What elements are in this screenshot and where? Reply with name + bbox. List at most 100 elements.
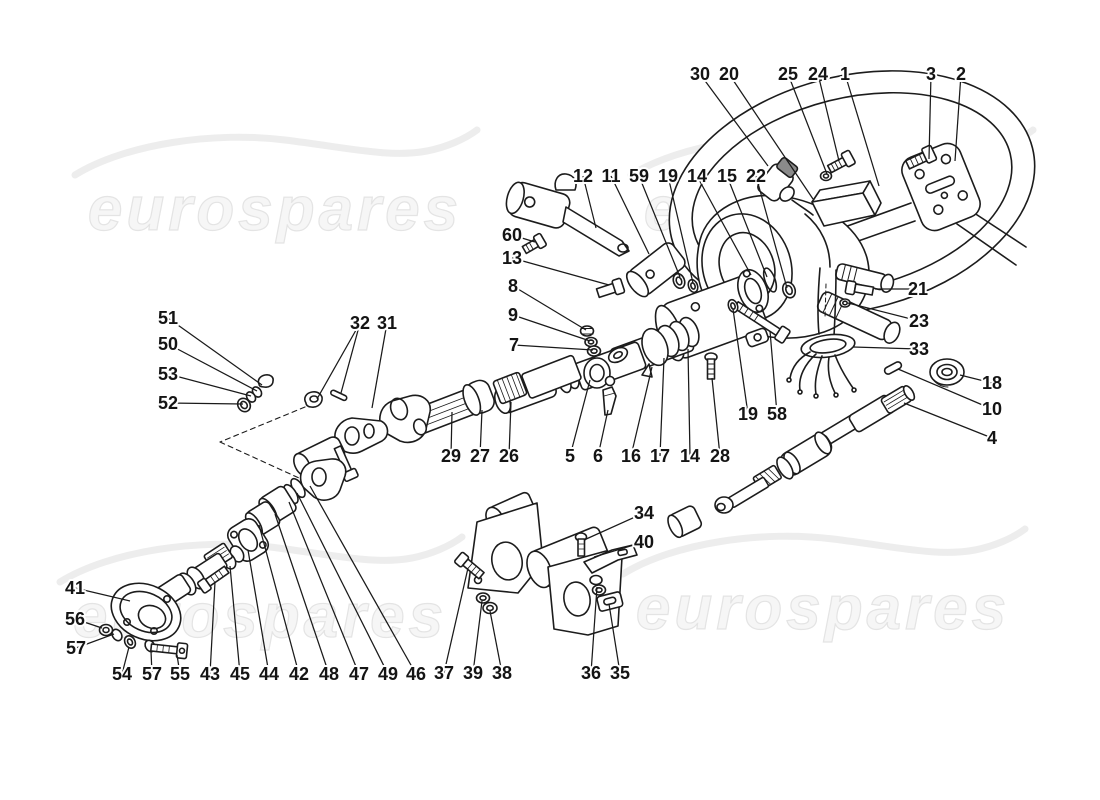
leader-line-14 bbox=[687, 348, 691, 457]
part-label-22: 22 bbox=[746, 166, 766, 186]
part-label-19: 19 bbox=[738, 404, 758, 424]
leader-line-36 bbox=[590, 586, 598, 674]
leader-line-27 bbox=[479, 409, 483, 457]
bolt-34 bbox=[574, 532, 588, 557]
nut-18 bbox=[929, 358, 965, 388]
leader-line-2 bbox=[954, 73, 962, 162]
washer-57 bbox=[111, 628, 123, 642]
roll-pin-32 bbox=[330, 389, 348, 402]
leader-lines bbox=[74, 73, 993, 675]
washer-9 bbox=[584, 336, 598, 348]
part-label-55: 55 bbox=[170, 664, 190, 684]
leader-line-42 bbox=[258, 524, 300, 675]
part-label-44: 44 bbox=[259, 664, 279, 684]
part-label-46: 46 bbox=[406, 664, 426, 684]
ignition-lock bbox=[505, 173, 630, 257]
leader-line-26 bbox=[508, 401, 512, 457]
part-label-14: 14 bbox=[680, 446, 700, 466]
watermark-swoosh-icon bbox=[71, 126, 481, 179]
leader-line-32 bbox=[340, 322, 361, 394]
leader-line-47 bbox=[288, 501, 360, 675]
bolt-60 bbox=[521, 232, 547, 255]
leader-line-3 bbox=[928, 73, 932, 160]
part-label-53: 53 bbox=[158, 364, 178, 384]
washer-54 bbox=[123, 635, 137, 649]
washer-39 bbox=[475, 592, 491, 604]
part-label-3: 3 bbox=[926, 64, 936, 84]
leader-line-55 bbox=[176, 654, 181, 675]
leader-line-29 bbox=[450, 411, 453, 457]
bolt-24 bbox=[826, 149, 856, 174]
leader-line-28 bbox=[711, 377, 721, 457]
part-label-25: 25 bbox=[778, 64, 798, 84]
part-label-1: 1 bbox=[840, 64, 850, 84]
watermark-text: eurospares bbox=[88, 175, 462, 244]
column-spacers bbox=[641, 316, 700, 378]
part-label-33: 33 bbox=[909, 339, 929, 359]
steering-flange bbox=[110, 573, 192, 642]
part-label-37: 37 bbox=[434, 663, 454, 683]
steering-shaft bbox=[714, 385, 916, 514]
leader-line-32 bbox=[316, 322, 361, 400]
leader-line-52 bbox=[167, 402, 244, 405]
leader-line-34 bbox=[583, 512, 645, 541]
leader-line-49 bbox=[296, 492, 389, 675]
washer-19-lower bbox=[727, 298, 739, 314]
assembly-guide-dashes bbox=[219, 406, 306, 479]
part-label-14: 14 bbox=[687, 166, 707, 186]
ignition-switch bbox=[757, 156, 814, 216]
watermark-text: eurospares bbox=[636, 574, 1010, 643]
part-label-48: 48 bbox=[319, 664, 339, 684]
part-label-2: 2 bbox=[956, 64, 966, 84]
part-label-54: 54 bbox=[112, 664, 132, 684]
wiring-harness bbox=[786, 267, 857, 399]
washer-19 bbox=[687, 278, 699, 294]
part-label-41: 41 bbox=[65, 578, 85, 598]
leader-line-57 bbox=[150, 650, 153, 675]
part-label-52: 52 bbox=[158, 393, 178, 413]
part-label-40: 40 bbox=[634, 532, 654, 552]
leader-line-22 bbox=[755, 175, 788, 289]
leader-line-15 bbox=[726, 175, 768, 278]
leader-line-18 bbox=[959, 374, 993, 384]
leader-line-60 bbox=[511, 234, 536, 243]
leader-line-46 bbox=[309, 485, 417, 675]
cap-nut-32 bbox=[304, 391, 323, 408]
part-label-51: 51 bbox=[158, 308, 178, 328]
leader-line-4 bbox=[903, 402, 993, 439]
leader-line-41 bbox=[74, 587, 131, 602]
leader-line-8 bbox=[512, 285, 587, 331]
leader-line-20 bbox=[728, 73, 814, 200]
part-label-47: 47 bbox=[349, 664, 369, 684]
bolt-13 bbox=[595, 277, 626, 299]
leader-line-40 bbox=[593, 541, 645, 558]
leader-line-19 bbox=[667, 175, 694, 284]
key-10 bbox=[883, 361, 903, 375]
part-label-18: 18 bbox=[982, 373, 1002, 393]
leader-line-39 bbox=[472, 600, 483, 674]
part-label-5: 5 bbox=[565, 446, 575, 466]
part-label-34: 34 bbox=[634, 503, 654, 523]
leader-line-5 bbox=[569, 379, 591, 457]
part-label-16: 16 bbox=[621, 446, 641, 466]
part-label-6: 6 bbox=[593, 446, 603, 466]
leader-line-45 bbox=[229, 565, 241, 675]
part-label-15: 15 bbox=[717, 166, 737, 186]
nut-56 bbox=[98, 623, 114, 637]
leader-line-16 bbox=[630, 366, 653, 457]
leader-line-38 bbox=[489, 610, 503, 674]
leader-line-23 bbox=[847, 302, 920, 322]
lock-plate-35 bbox=[596, 591, 624, 612]
leader-line-53 bbox=[167, 373, 252, 397]
leader-line-35 bbox=[608, 603, 621, 674]
leader-line-30 bbox=[699, 73, 769, 167]
leader-line-14 bbox=[696, 175, 752, 276]
bearing-14 bbox=[737, 268, 769, 314]
part-label-39: 39 bbox=[463, 663, 483, 683]
part-label-7: 7 bbox=[509, 335, 519, 355]
part-label-11: 11 bbox=[601, 166, 620, 186]
leader-line-37 bbox=[443, 567, 469, 674]
leader-line-9 bbox=[512, 314, 591, 342]
bolt-55 bbox=[149, 642, 189, 660]
